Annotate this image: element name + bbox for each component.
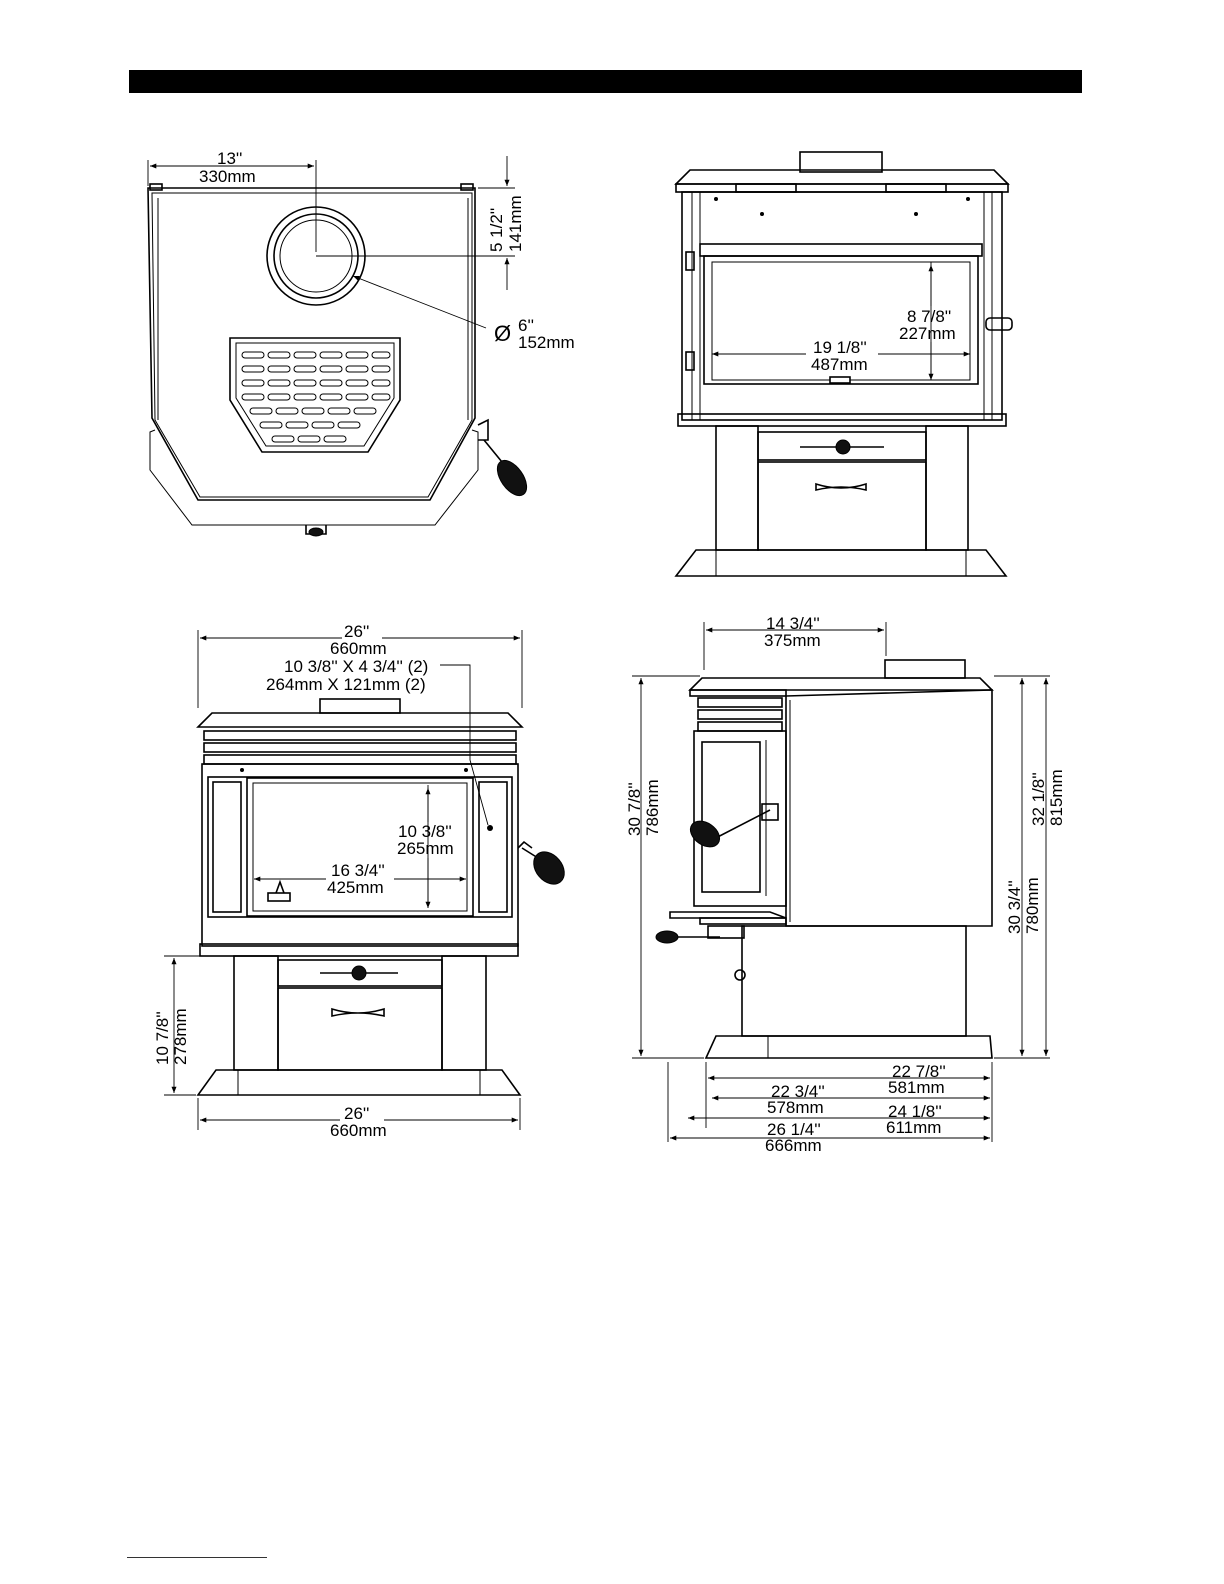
- front-width-mm: 660mm: [330, 639, 387, 658]
- depth-b-mm: 578mm: [767, 1098, 824, 1117]
- glass-height-mm: 265mm: [397, 839, 454, 858]
- pedestal-height-mm: 278mm: [171, 1008, 190, 1065]
- top-width-mm: 330mm: [199, 167, 256, 186]
- opening-width-mm: 487mm: [811, 355, 868, 374]
- glass-width-mm: 425mm: [327, 878, 384, 897]
- side-view: [632, 622, 1050, 1142]
- opening-height-mm: 227mm: [899, 324, 956, 343]
- depth-c-mm: 611mm: [886, 1118, 941, 1137]
- side-height-back-mm: 780mm: [1023, 877, 1042, 934]
- top-depth-mm: 141mm: [506, 195, 525, 252]
- vent-size-in: 10 3/8'' X 4 3/4'' (2): [284, 657, 428, 676]
- pedestal-height-in: 10 7/8'': [153, 1011, 172, 1065]
- depth-d-mm: 666mm: [765, 1136, 822, 1155]
- top-width-in: 13'': [217, 149, 242, 168]
- grille-slots: [242, 352, 390, 442]
- footer-rule: [127, 1557, 267, 1558]
- pipe-diameter-symbol: Ø: [494, 321, 511, 346]
- side-height-left-mm: 786mm: [643, 779, 662, 836]
- top-depth-in: 5 1/2'': [487, 208, 506, 252]
- depth-a-mm: 581mm: [888, 1078, 945, 1097]
- base-width-mm: 660mm: [330, 1121, 387, 1140]
- top-view: [148, 156, 532, 536]
- side-height-left-in: 30 7/8'': [625, 782, 644, 836]
- pipe-diameter-mm: 152mm: [518, 333, 575, 352]
- side-height-right-mm: 815mm: [1047, 769, 1066, 826]
- side-height-back-in: 30 3/4'': [1005, 880, 1024, 934]
- side-height-right-in: 32 1/8'': [1029, 772, 1048, 826]
- vent-size-mm: 264mm X 121mm (2): [266, 675, 426, 694]
- flue-offset-mm: 375mm: [764, 631, 821, 650]
